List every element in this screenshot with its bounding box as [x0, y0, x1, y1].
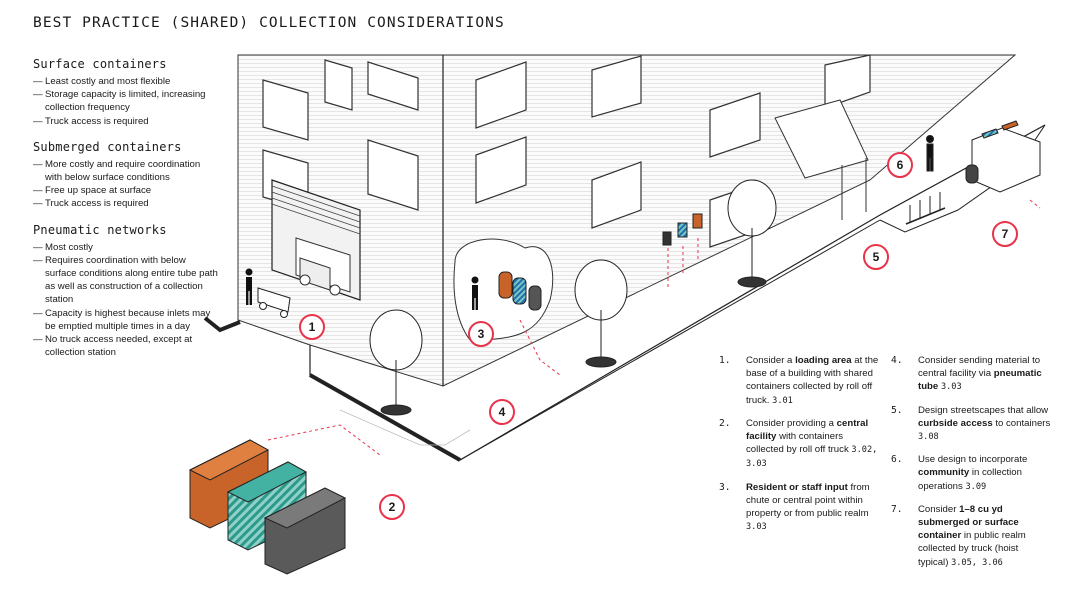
- list-item: Free up space at surface: [33, 184, 218, 197]
- note-text: from chute or central point within prope…: [746, 481, 870, 520]
- notes-column-right: 4. Consider sending material to central …: [891, 354, 1051, 579]
- note-text: in collection operations: [918, 467, 1022, 492]
- list-item: Capacity is highest because inlets may b…: [33, 307, 218, 333]
- note-1: 1. Consider a loading area at the base o…: [719, 354, 879, 408]
- note-highlight: community: [918, 467, 970, 479]
- bike-rack: [905, 192, 946, 225]
- central-facility-containers: [188, 439, 347, 575]
- section-title: Submerged containers: [33, 139, 182, 154]
- tree: [574, 259, 628, 368]
- note-text: at the base of a building with shared co…: [746, 355, 879, 406]
- note-text: Design streetscapes that allow: [918, 404, 1049, 416]
- note-text: in public realm collected by truck (hois…: [918, 530, 1026, 568]
- note-reference: 3.09: [965, 481, 987, 492]
- note-5: 5. Design streetscapes that allow curbsi…: [891, 404, 1051, 445]
- curbside-collection: [905, 120, 1041, 225]
- note-highlight: curbside access: [918, 417, 993, 429]
- list-item: Storage capacity is limited, increasing …: [33, 88, 218, 114]
- tree: [727, 179, 777, 288]
- note-text: Consider providing a: [746, 417, 837, 429]
- chute-room-cutaway: [453, 238, 554, 341]
- list-item: Truck access is required: [33, 115, 218, 128]
- note-reference: 3.01: [772, 395, 793, 406]
- note-highlight: loading area: [795, 355, 852, 366]
- container-type-list: Surface containers Least costly and most…: [33, 57, 218, 371]
- note-3: 3. Resident or staff input from chute or…: [719, 481, 879, 535]
- resident-figure: [471, 276, 479, 310]
- note-highlight: pneumatic tube: [918, 368, 1042, 393]
- marker-6: 6: [887, 152, 913, 178]
- note-reference: 3.05, 3.06: [951, 557, 1003, 568]
- list-item: More costly and require coordination wit…: [33, 158, 218, 184]
- note-text: Consider a: [746, 355, 796, 366]
- note-6: 6. Use design to incorporate community i…: [891, 453, 1051, 494]
- note-reference: 3.03: [746, 522, 767, 533]
- note-reference: 3.08: [918, 432, 939, 443]
- section-title: Pneumatic networks: [33, 222, 167, 237]
- note-7: 7. Consider 1–8 cu yd submerged or surfa…: [891, 503, 1051, 570]
- list-item: No truck access needed, except at collec…: [33, 333, 218, 359]
- marker-4: 4: [489, 399, 515, 425]
- apartment-building: [237, 54, 1017, 387]
- list-item: Most costly: [33, 241, 218, 254]
- marker-3: 3: [468, 321, 494, 347]
- notes-column-left: 1. Consider a loading area at the base o…: [719, 354, 879, 543]
- marker-5: 5: [863, 244, 889, 270]
- list-item: Truck access is required: [33, 197, 218, 210]
- note-reference: 3.03: [940, 382, 962, 393]
- loading-worker: [245, 268, 291, 318]
- note-reference: 3.02, 3.03: [746, 445, 878, 470]
- note-number: 2.: [719, 417, 731, 429]
- marker-7: 7: [992, 221, 1018, 247]
- section-submerged-containers: Submerged containers More costly and req…: [33, 140, 218, 211]
- section-surface-containers: Surface containers Least costly and most…: [33, 57, 218, 128]
- list-item: Least costly and most flexible: [33, 75, 218, 88]
- roll-off-truck: [295, 237, 351, 296]
- tube-trench: [339, 409, 471, 446]
- page-title: BEST PRACTICE (SHARED) COLLECTION CONSID…: [33, 15, 505, 31]
- note-number: 7.: [891, 503, 903, 515]
- note-text: with containers collected by roll off tr…: [746, 431, 849, 456]
- section-title: Surface containers: [33, 57, 167, 71]
- street-trees: [369, 179, 777, 416]
- list-item: Requires coordination with below surface…: [33, 254, 218, 307]
- note-highlight: Resident or staff input: [746, 481, 848, 493]
- tree: [369, 309, 423, 416]
- note-number: 6.: [891, 454, 903, 466]
- note-highlight: 1–8 cu yd submerged or surface container: [918, 503, 1019, 542]
- note-text: Consider sending material to central fac…: [918, 355, 1041, 380]
- pneumatic-tube-path: [267, 199, 1041, 456]
- note-2: 2. Consider providing a central facility…: [719, 417, 879, 472]
- entrance-canopy: [774, 99, 869, 220]
- note-text: Use design to incorporate: [918, 454, 1028, 466]
- marker-2: 2: [379, 494, 405, 520]
- note-number: 4.: [891, 355, 903, 366]
- note-number: 5.: [891, 404, 903, 416]
- section-pneumatic-networks: Pneumatic networks Most costly Requires …: [33, 223, 218, 360]
- note-number: 3.: [719, 481, 731, 493]
- note-4: 4. Consider sending material to central …: [891, 354, 1051, 395]
- note-highlight: central facility: [746, 417, 869, 443]
- pneumatic-inlets: [662, 213, 703, 246]
- note-text: to containers: [992, 417, 1051, 429]
- note-text: Consider: [918, 503, 960, 515]
- note-number: 1.: [719, 355, 731, 366]
- sidewalk: [203, 124, 1046, 462]
- marker-1: 1: [299, 314, 325, 340]
